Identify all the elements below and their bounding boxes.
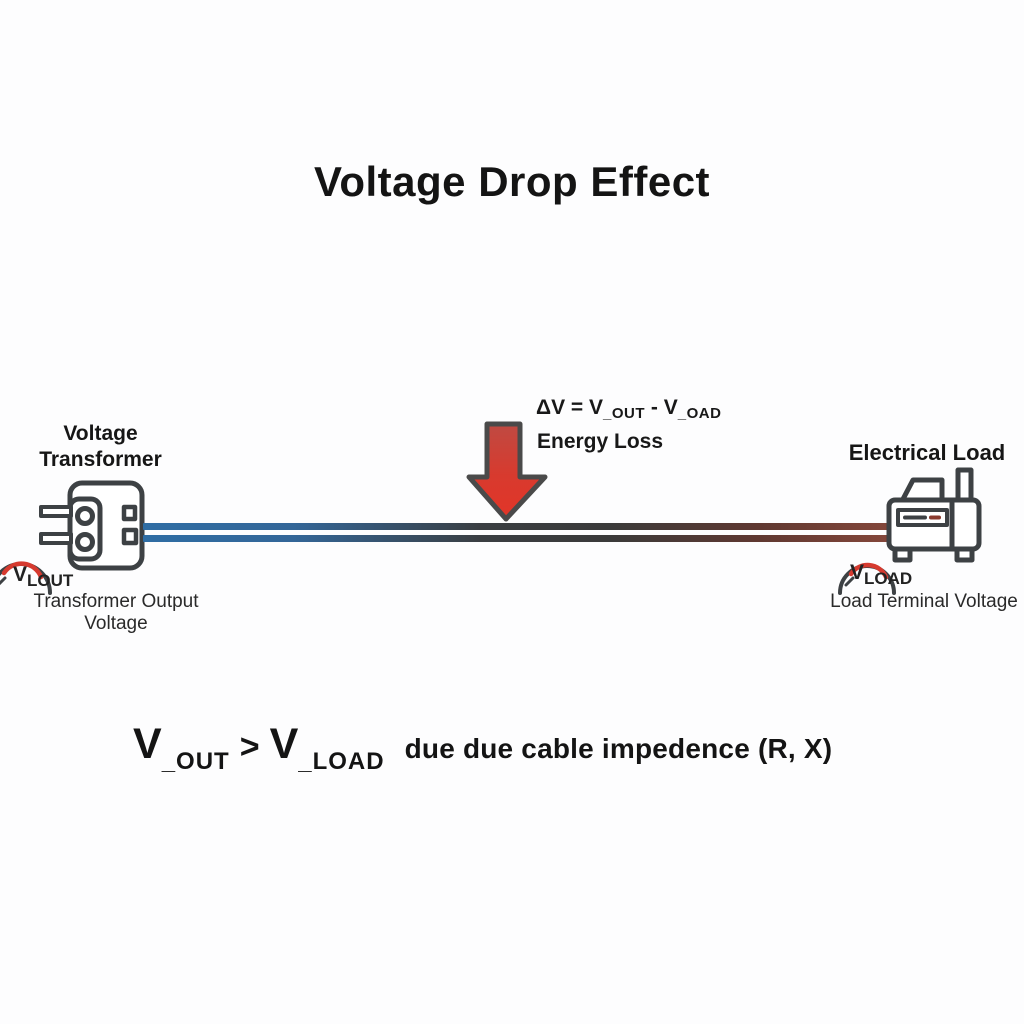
cable-wire-top	[143, 523, 893, 530]
formula-lhs: ΔV = V	[536, 396, 604, 419]
transformer-meter-subscript: LOUT	[27, 571, 74, 590]
load-caption: Load Terminal Voltage	[830, 591, 1018, 612]
cable-wire-bottom	[143, 535, 893, 542]
equation-reason: due due cable impedence (R, X)	[404, 733, 833, 764]
electrical-load-icon	[882, 466, 986, 566]
voltage-drop-formula: ΔV = V_OUT - V_OAD	[536, 396, 722, 422]
energy-loss-label: Energy Loss	[537, 430, 664, 453]
equation-operator: >	[239, 728, 260, 766]
formula-sub-oad: _OAD	[677, 405, 722, 422]
transformer-meter-symbol: V	[13, 563, 28, 586]
equation-v-load: V	[269, 720, 299, 768]
cable	[143, 522, 893, 543]
equation-v-out-subscript: _OUT	[161, 748, 230, 775]
voltage-drop-arrow-icon	[462, 420, 552, 524]
transformer-voltmeter-gauge-icon	[0, 547, 56, 599]
load-meter-reading: VLOAD	[850, 561, 912, 588]
transformer-label-line1: Voltage	[63, 422, 138, 445]
transformer-caption: Transformer Output Voltage	[33, 591, 199, 634]
diagram-title: Voltage Drop Effect	[313, 158, 711, 205]
equation-v-out: V	[133, 720, 162, 768]
formula-sub-out: _OUT	[603, 405, 646, 422]
load-label: Electrical Load	[848, 440, 1006, 465]
transformer-label: Voltage Transformer	[18, 421, 183, 473]
transformer-label-line2: Transformer	[39, 448, 162, 471]
transformer-meter-reading: VLOUT	[13, 563, 73, 590]
equation-v-load-subscript: _LOAD	[298, 748, 385, 775]
transformer-plug-icon	[36, 478, 148, 574]
load-meter-subscript: LOAD	[864, 569, 913, 588]
load-meter-symbol: V	[850, 561, 865, 584]
formula-mid: - V	[645, 396, 678, 419]
load-voltmeter-gauge-icon	[835, 549, 901, 599]
